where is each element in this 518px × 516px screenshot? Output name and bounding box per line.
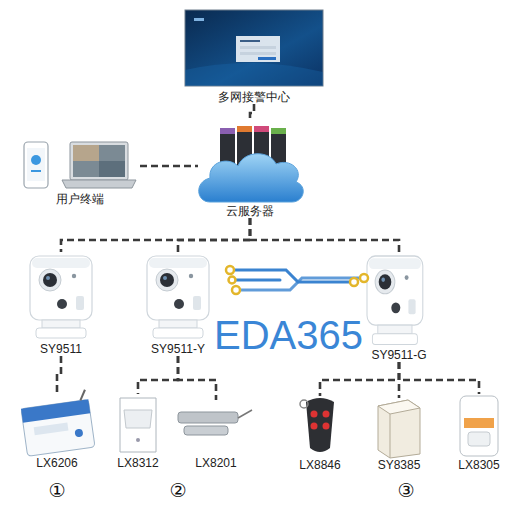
- device-label: LX6206: [36, 456, 77, 470]
- dashed-link: [178, 218, 250, 252]
- device-label: SY9511: [40, 342, 82, 356]
- device-label: LX8305: [458, 458, 499, 472]
- callout-number: ③: [397, 480, 414, 502]
- device-label: LX8846: [299, 458, 340, 472]
- device-label: SY9511-G: [371, 348, 426, 362]
- picture-area: [61, 252, 62, 342]
- picture-area: [399, 398, 400, 458]
- user-terminal: 用户终端: [20, 138, 140, 206]
- dashed-link: [140, 165, 198, 168]
- device-label: 多网接警中心: [218, 90, 290, 104]
- picture-area: [479, 394, 480, 458]
- dashed-link: [61, 218, 250, 252]
- device-label: 用户终端: [56, 192, 104, 206]
- alarm-host: LX6206: [19, 392, 95, 470]
- camera-device: SY9511-G: [362, 252, 436, 362]
- device-label: SY8385: [378, 458, 421, 472]
- device-label: LX8312: [117, 456, 158, 470]
- picture-area: [399, 252, 400, 348]
- remote-control: LX8846: [295, 396, 345, 472]
- picture-area: [254, 8, 255, 90]
- picture-area: [320, 396, 321, 458]
- watermark: EDA365: [214, 312, 363, 358]
- sensor-box: SY8385: [374, 398, 425, 472]
- dashed-link: [399, 362, 479, 394]
- device-label: LX8201: [195, 456, 236, 470]
- dashed-link: [250, 218, 399, 252]
- door-contact: LX8201: [178, 400, 254, 470]
- dashed-link: [250, 104, 254, 122]
- device-label: SY9511-Y: [151, 342, 205, 356]
- camera-device: SY9511-Y: [141, 252, 215, 356]
- device-label: 云服务器: [226, 204, 274, 218]
- picture-area: [80, 138, 81, 192]
- alarm-center: 多网接警中心: [183, 8, 325, 104]
- camera-device: SY9511: [24, 252, 98, 356]
- dashed-link: [178, 356, 216, 400]
- cloud-server: 云服务器: [198, 122, 302, 218]
- dashed-link: [57, 356, 61, 392]
- picture-area: [178, 252, 179, 342]
- dashed-link: [320, 362, 399, 396]
- pir-detector: LX8312: [113, 394, 163, 470]
- picture-area: [250, 122, 251, 204]
- picture-area: [57, 392, 58, 456]
- callout-number: ①: [48, 480, 65, 502]
- picture-area: [138, 394, 139, 456]
- picture-area: [216, 400, 217, 456]
- dashed-link: [138, 356, 178, 394]
- callout-number: ②: [169, 480, 186, 502]
- smoke-detector: LX8305: [454, 394, 504, 472]
